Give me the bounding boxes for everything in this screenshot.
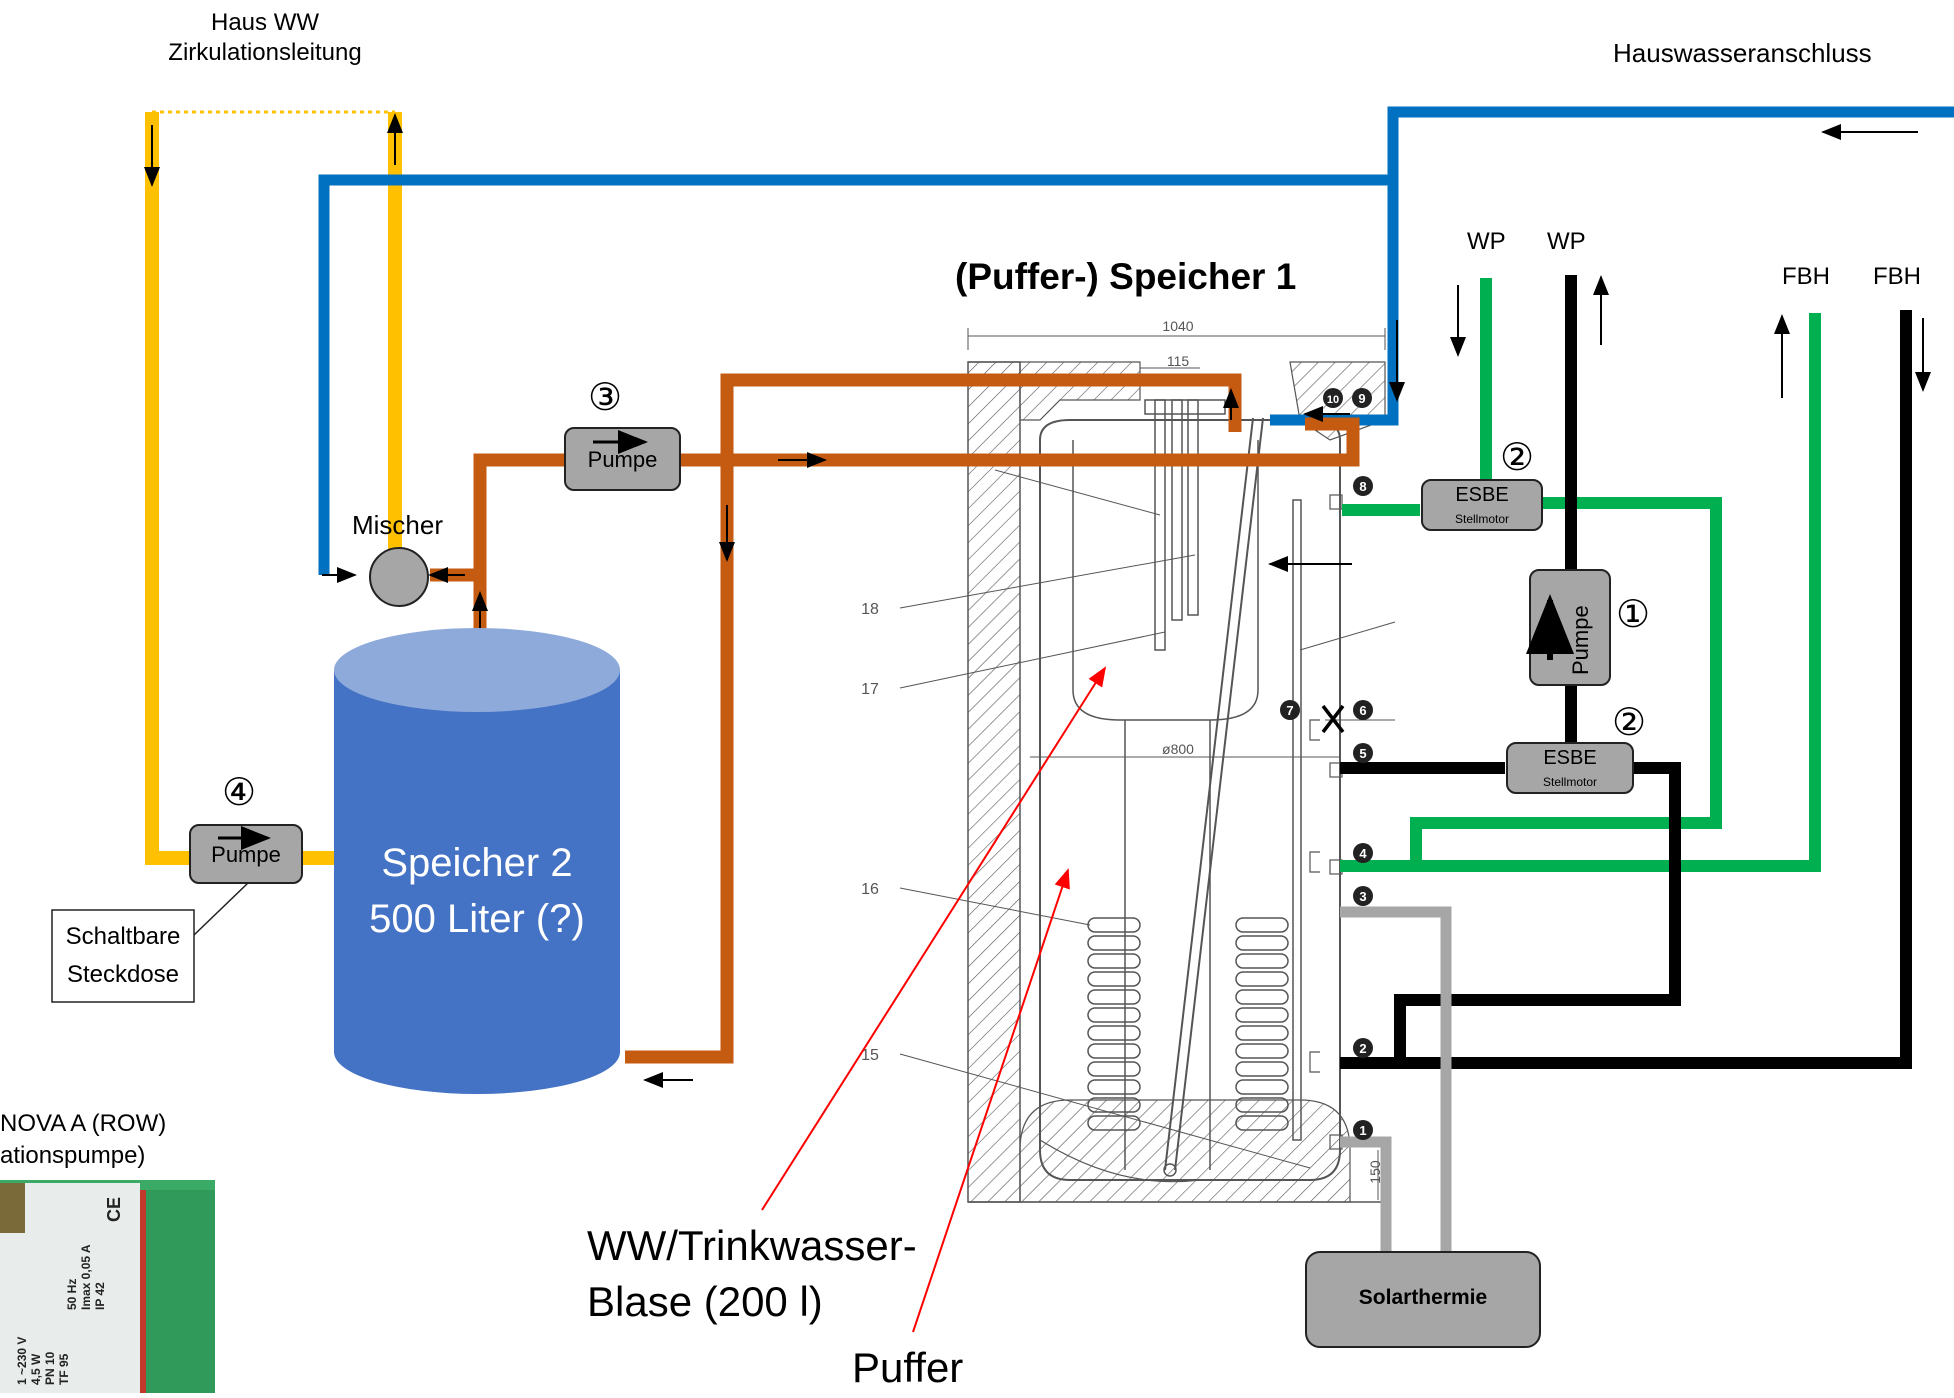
ce-mark: CE <box>104 1197 124 1222</box>
pump-4-label: Pumpe <box>211 842 281 867</box>
closed-connection-x <box>1321 704 1345 734</box>
connection-number: 10 <box>1327 394 1339 406</box>
solar-pipe <box>1340 906 1452 1252</box>
nova-line1: NOVA A (ROW) <box>0 1110 167 1137</box>
insulation-left <box>967 361 1021 1203</box>
pump-3 <box>564 427 681 491</box>
nova-label: NOVA A (ROW) ationspumpe) <box>0 1108 166 1172</box>
nameplate-line: 4,5 W <box>29 1353 43 1385</box>
nameplate-line: PN 10 <box>43 1351 57 1385</box>
hauswasseranschluss-label: Hauswasseranschluss <box>1613 38 1872 68</box>
heat-pump-pipe <box>1340 278 1821 872</box>
pump-1-label: Pumpe <box>1568 605 1593 675</box>
nameplate-line: 50 Hz <box>65 1279 79 1310</box>
connection-number: 5 <box>1359 746 1366 761</box>
pump-4 <box>189 824 303 884</box>
wp-label-supply: WP <box>1467 228 1506 255</box>
esbe-valve-lower <box>1506 742 1634 794</box>
black-pipe <box>1340 275 1912 1069</box>
fbh-label-return: FBH <box>1873 263 1921 290</box>
nameplate-line: TF 95 <box>57 1353 71 1385</box>
connection-number: 4 <box>1359 846 1367 861</box>
esbe-lower-sub: Stellmotor <box>1542 775 1598 789</box>
circulation-pipe <box>145 112 402 865</box>
speicher2-label: Speicher 2 500 Liter (?) <box>334 835 620 947</box>
speicher1-title: (Puffer-) Speicher 1 <box>955 256 1297 297</box>
esbe-upper-name: ESBE <box>1455 484 1509 506</box>
nameplate-line: Imax 0,05 A <box>79 1244 93 1310</box>
dim-inner: 115 <box>1167 353 1190 369</box>
speicher2-line2: 500 Liter (?) <box>369 897 585 941</box>
esbe-lower-number: ② <box>1612 702 1647 744</box>
mischer-label: Mischer <box>352 510 444 540</box>
steckdose-box <box>51 909 195 1003</box>
steckdose-line1: Schaltbare <box>65 923 181 950</box>
connection-number: 6 <box>1359 703 1366 718</box>
heat-exchanger-coils <box>1087 917 1289 1131</box>
mixer-valve <box>369 547 429 607</box>
esbe-lower-name: ESBE <box>1543 747 1597 769</box>
nameplate-line: 1 ~230 V <box>15 1337 29 1385</box>
connection-number: 1 <box>1359 1123 1366 1138</box>
wp-label-return: WP <box>1547 228 1586 255</box>
part-number: 15 <box>861 1047 879 1064</box>
part-number: 17 <box>861 681 879 698</box>
esbe-valve-upper <box>1421 479 1543 531</box>
connection-number: 2 <box>1359 1041 1366 1056</box>
solarthermie-label: Solarthermie <box>1358 1286 1488 1309</box>
pump-1-number: ① <box>1616 594 1651 636</box>
steckdose-line2: Steckdose <box>66 961 180 988</box>
haus-ww-line2: Zirkulationsleitung <box>168 39 362 66</box>
dim-width: 1040 <box>1162 318 1193 334</box>
flow-arrows <box>144 113 1931 1088</box>
pump-4-number: ④ <box>222 772 257 814</box>
haus-ww-label: Haus WW Zirkulationsleitung <box>150 8 380 68</box>
ww-blase-arrow <box>761 666 1107 1211</box>
pump-3-label: Pumpe <box>587 447 658 472</box>
puffer-label: Puffer <box>852 1344 964 1391</box>
speicher2-line1: Speicher 2 <box>381 841 573 885</box>
dim-diameter: ø800 <box>1162 741 1194 757</box>
connection-number: 3 <box>1359 889 1366 904</box>
tank-shell <box>1039 419 1341 1181</box>
part-number: 18 <box>861 601 879 618</box>
ww-blase-line1: WW/Trinkwasser- <box>587 1222 917 1269</box>
connection-number: 8 <box>1359 479 1366 494</box>
fbh-label-supply: FBH <box>1782 263 1830 290</box>
pump-1 <box>1526 569 1611 686</box>
haus-ww-line1: Haus WW <box>211 9 319 36</box>
puffer-arrow <box>912 868 1070 1333</box>
connection-badges <box>1280 388 1373 1140</box>
connection-number: 9 <box>1358 391 1365 406</box>
esbe-upper-sub: Stellmotor <box>1454 512 1510 526</box>
pump-3-number: ③ <box>588 377 623 419</box>
nova-line2: ationspumpe) <box>0 1142 146 1169</box>
ww-blase-line2: Blase (200 l) <box>587 1278 823 1325</box>
dim-height: 150 <box>1367 1160 1383 1184</box>
part-number: 16 <box>861 881 879 898</box>
speicher2-tank <box>334 628 620 1094</box>
esbe-upper-number: ② <box>1500 437 1535 479</box>
pump-nameplate-photo <box>0 1180 215 1393</box>
connection-number: 7 <box>1286 703 1293 718</box>
solarthermie-box <box>1305 1251 1541 1348</box>
ww-blase-label: WW/Trinkwasser- Blase (200 l) <box>587 1218 917 1330</box>
nameplate-line: IP 42 <box>93 1282 107 1310</box>
steckdose-label: Schaltbare Steckdose <box>52 918 194 994</box>
